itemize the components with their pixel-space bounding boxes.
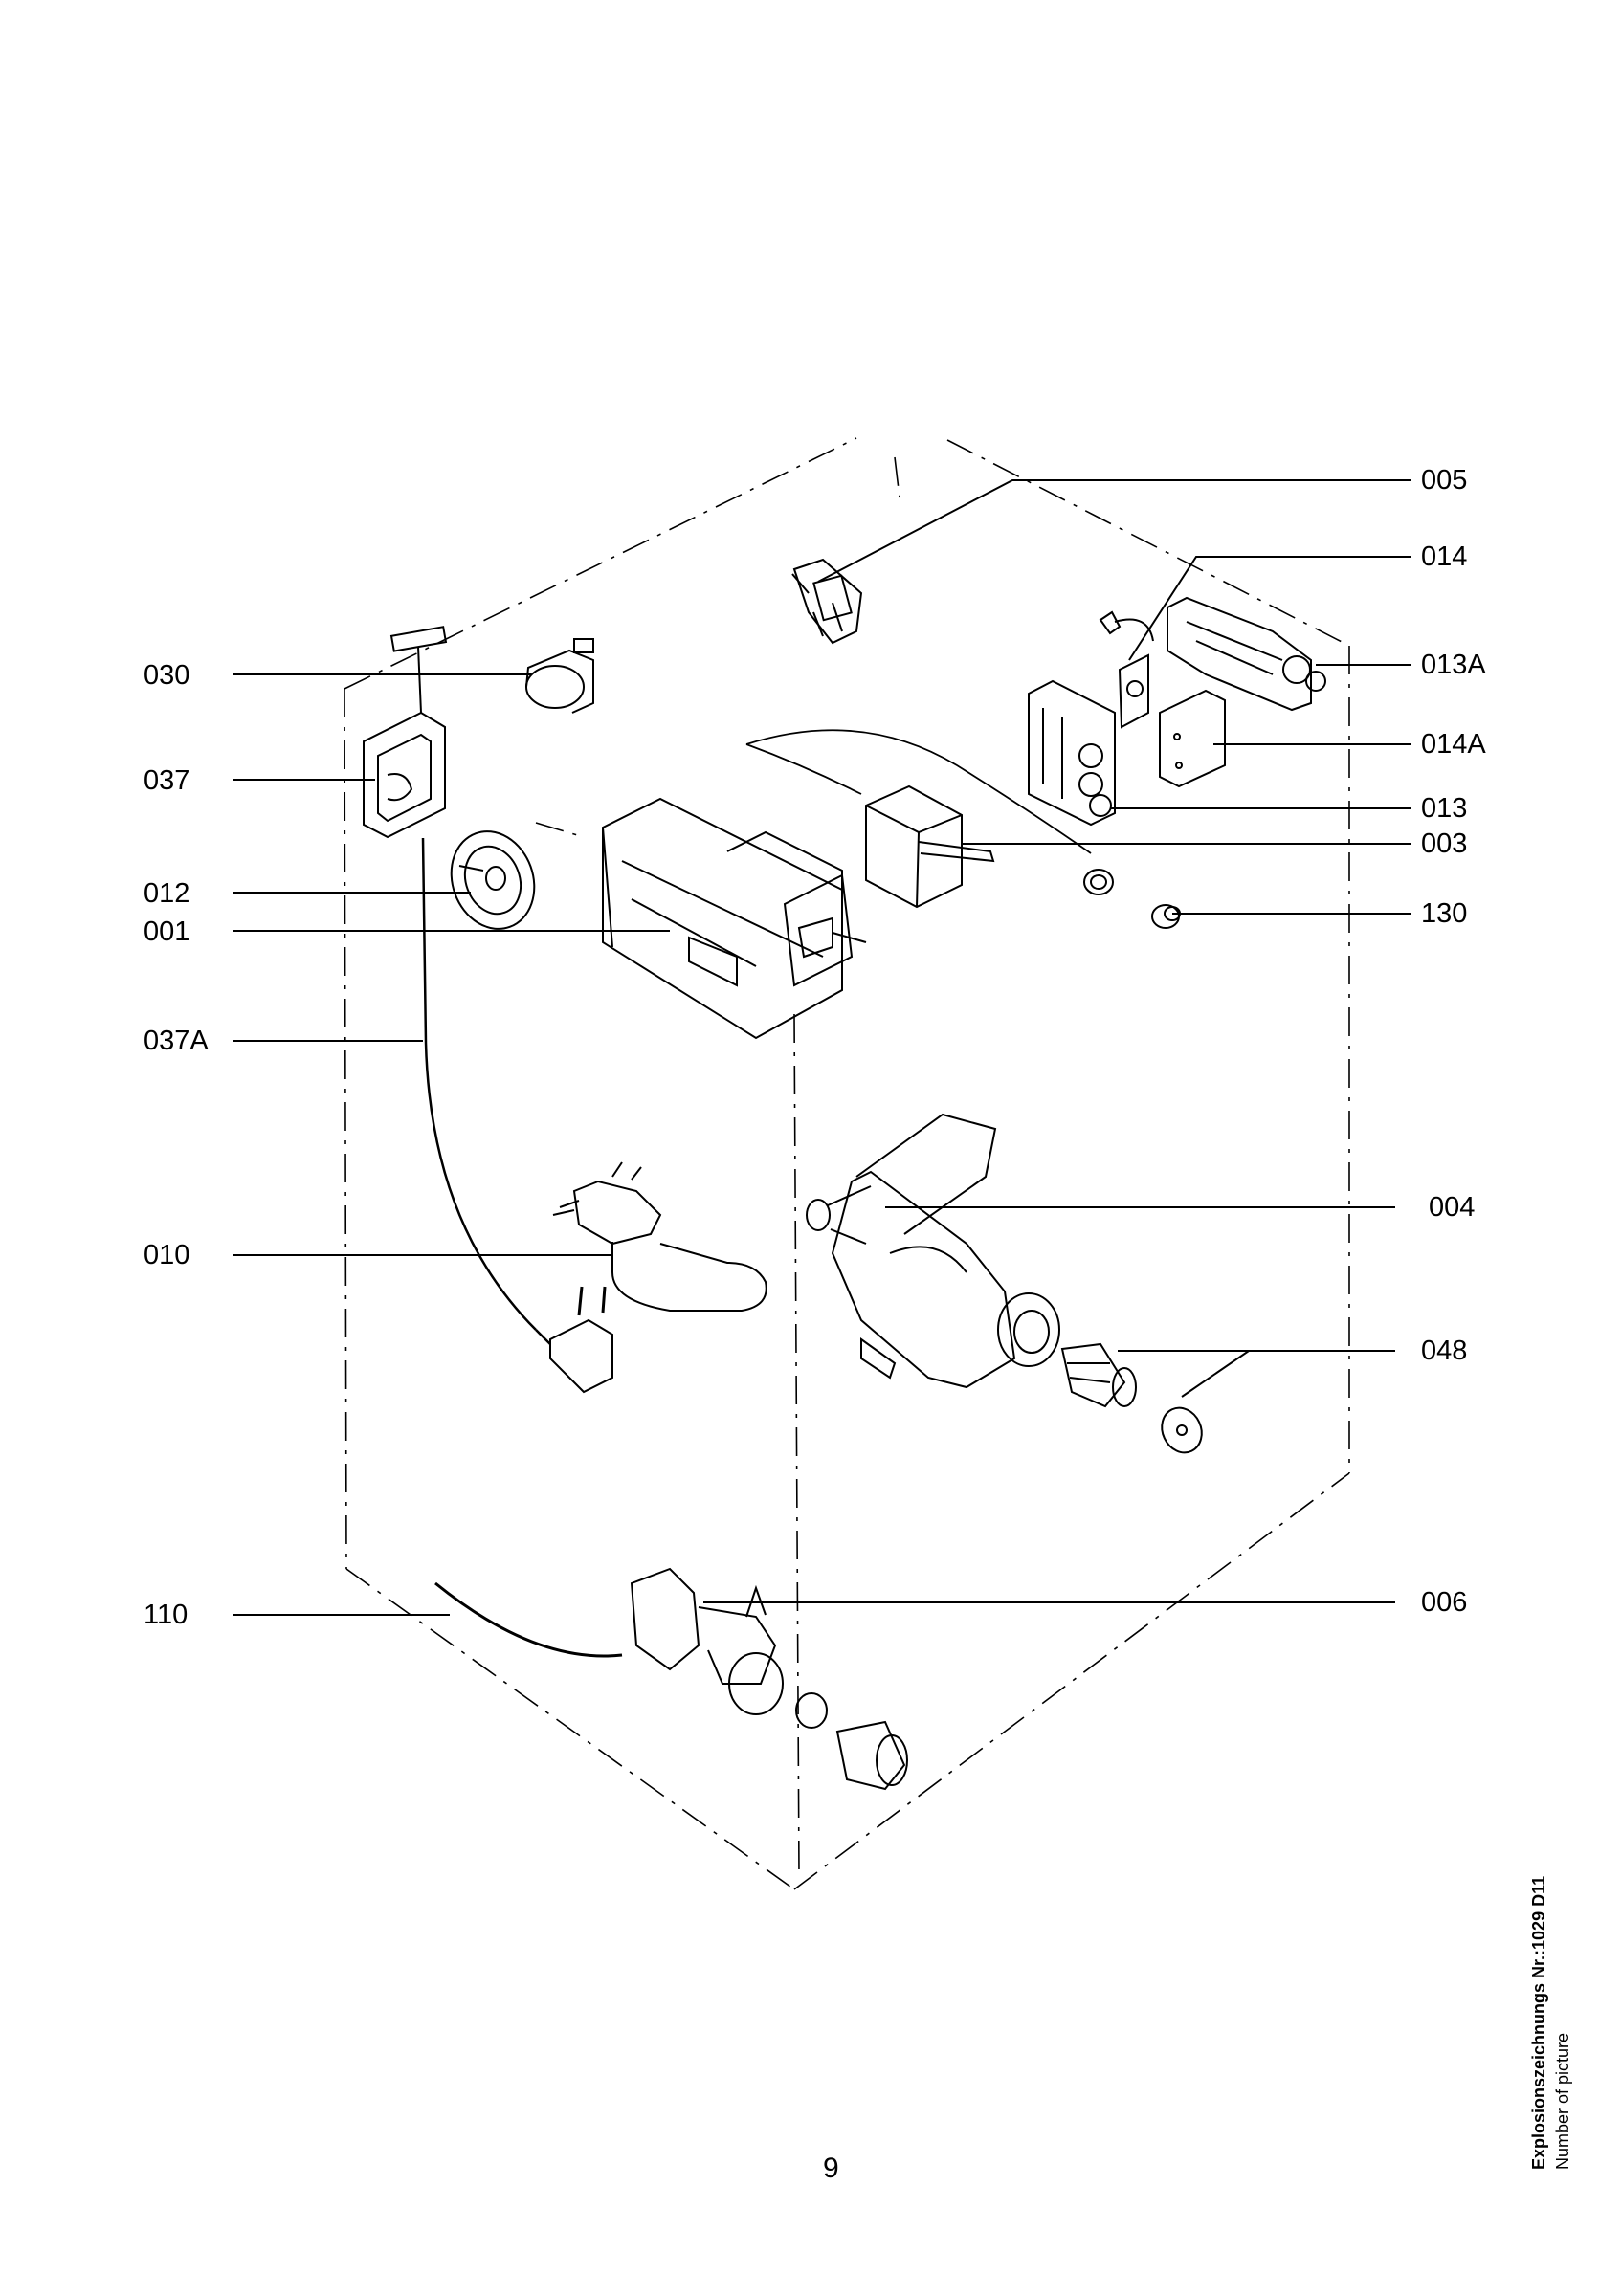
callout-010: 010 xyxy=(144,1240,190,1270)
callout-037A: 037A xyxy=(144,1026,209,1056)
callout-130: 130 xyxy=(1421,898,1468,929)
part-006-pump xyxy=(630,1567,908,1791)
part-013-buttons xyxy=(1028,679,1116,827)
callout-001: 001 xyxy=(144,916,190,947)
part-003-selector xyxy=(745,729,1092,909)
part-130-knob xyxy=(1151,904,1181,929)
part-037-connector-box xyxy=(363,626,448,839)
callout-014A: 014A xyxy=(1421,729,1486,760)
part-010-heater xyxy=(552,1161,767,1312)
callout-004: 004 xyxy=(1429,1192,1476,1223)
callout-003: 003 xyxy=(1421,828,1468,859)
part-001-programmer xyxy=(602,797,867,1040)
part-012-dial xyxy=(450,830,536,930)
part-004-motor xyxy=(806,1113,1060,1389)
cabinet-outline xyxy=(344,437,1350,1890)
callout-013: 013 xyxy=(1421,793,1468,824)
part-005-switch xyxy=(791,558,863,645)
part-014-bracket xyxy=(1099,610,1154,729)
part-013A-switch-block xyxy=(1167,596,1326,712)
part-110-hose xyxy=(434,1581,623,1658)
part-014A-plate xyxy=(1159,689,1226,788)
part-037A-power-cable xyxy=(421,837,613,1394)
callout-030: 030 xyxy=(144,660,190,691)
part-048-brush-washer xyxy=(1060,1342,1203,1454)
page-number: 9 xyxy=(823,2152,839,2184)
part-003-ring xyxy=(1083,869,1114,895)
picture-number-note: Explosionszeichnungs Nr.:1029 D11 Number… xyxy=(1529,1768,1573,2170)
drawing-number: Explosionszeichnungs Nr.:1029 D11 xyxy=(1529,1875,1548,2170)
part-030-door-lock xyxy=(525,638,594,714)
callout-110: 110 xyxy=(144,1600,189,1630)
callout-014: 014 xyxy=(1421,541,1468,572)
callout-037: 037 xyxy=(144,765,190,796)
drawing-number-caption: Number of picture xyxy=(1553,2032,1572,2170)
callout-048: 048 xyxy=(1421,1336,1468,1366)
callout-012: 012 xyxy=(144,878,190,909)
callout-005: 005 xyxy=(1421,465,1468,496)
leader-lines xyxy=(233,479,1411,1616)
callout-006: 006 xyxy=(1421,1587,1468,1618)
callout-013A: 013A xyxy=(1421,650,1486,680)
